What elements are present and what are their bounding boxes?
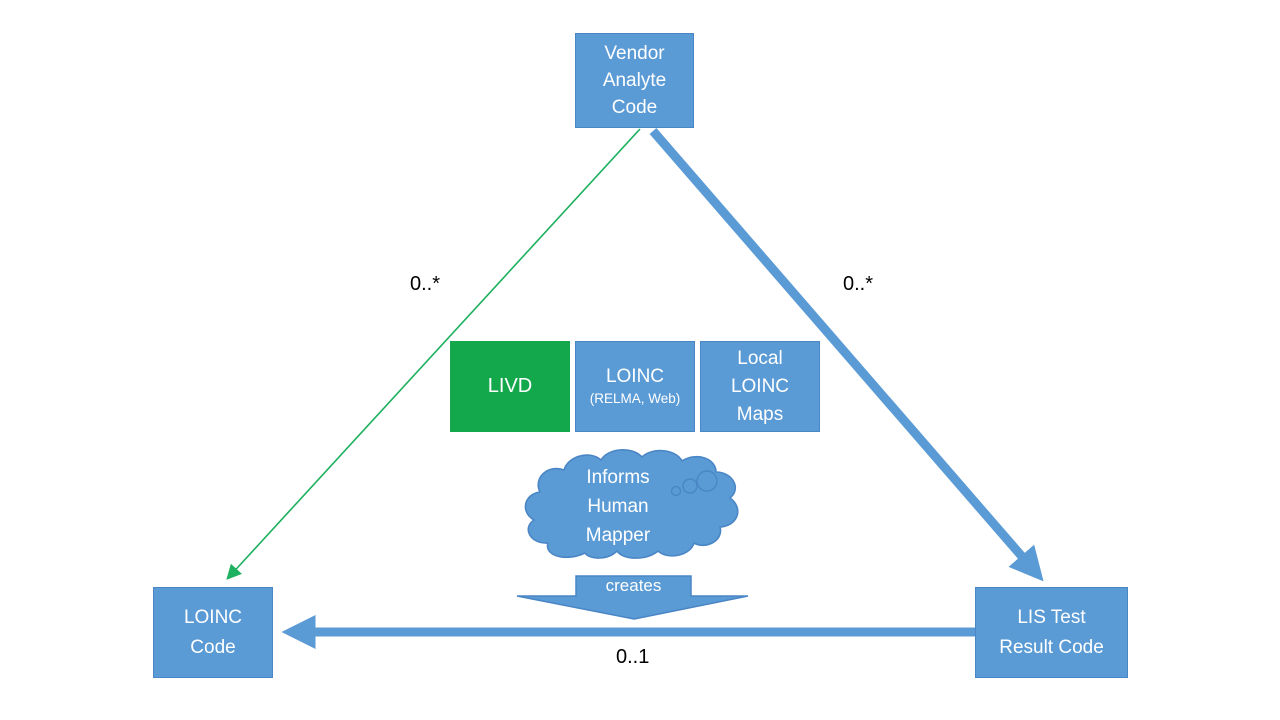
creates-arrow-shape [516, 575, 749, 620]
edge-vendor-to-loinc-code [226, 128, 641, 580]
edge-vendor-to-lis [649, 128, 1044, 582]
cardinality-vendor-to-loinc-code: 0..* [410, 273, 441, 295]
thought-bubble-small-circle [670, 485, 682, 497]
node-lis-test-result-code-label: LIS Test Result Code [999, 606, 1104, 658]
cardinality-lis-to-loinc-code: 0..1 [616, 646, 650, 668]
node-loinc-tools-label: LOINC [605, 366, 665, 387]
node-livd-label: LIVD [487, 375, 533, 397]
thought-bubble-large-circle [696, 470, 718, 492]
node-livd: LIVD [450, 341, 570, 432]
node-vendor-analyte-code-label: Vendor Analyte Code [602, 43, 667, 118]
node-loinc-code: LOINC Code [153, 587, 273, 678]
thought-bubble-medium-circle [682, 478, 698, 494]
node-loinc-code-label: LOINC Code [183, 606, 243, 658]
node-lis-test-result-code: LIS Test Result Code [975, 587, 1128, 678]
node-vendor-analyte-code: Vendor Analyte Code [575, 33, 694, 128]
cardinality-vendor-to-lis: 0..* [843, 273, 874, 295]
node-loinc-tools-sublabel: (RELMA, Web) [589, 391, 681, 406]
node-local-loinc-maps-label: Local LOINC Maps [730, 347, 790, 425]
node-local-loinc-maps: Local LOINC Maps [700, 341, 820, 432]
thought-cloud [524, 449, 739, 559]
node-loinc-tools: LOINC (RELMA, Web) [575, 341, 695, 432]
